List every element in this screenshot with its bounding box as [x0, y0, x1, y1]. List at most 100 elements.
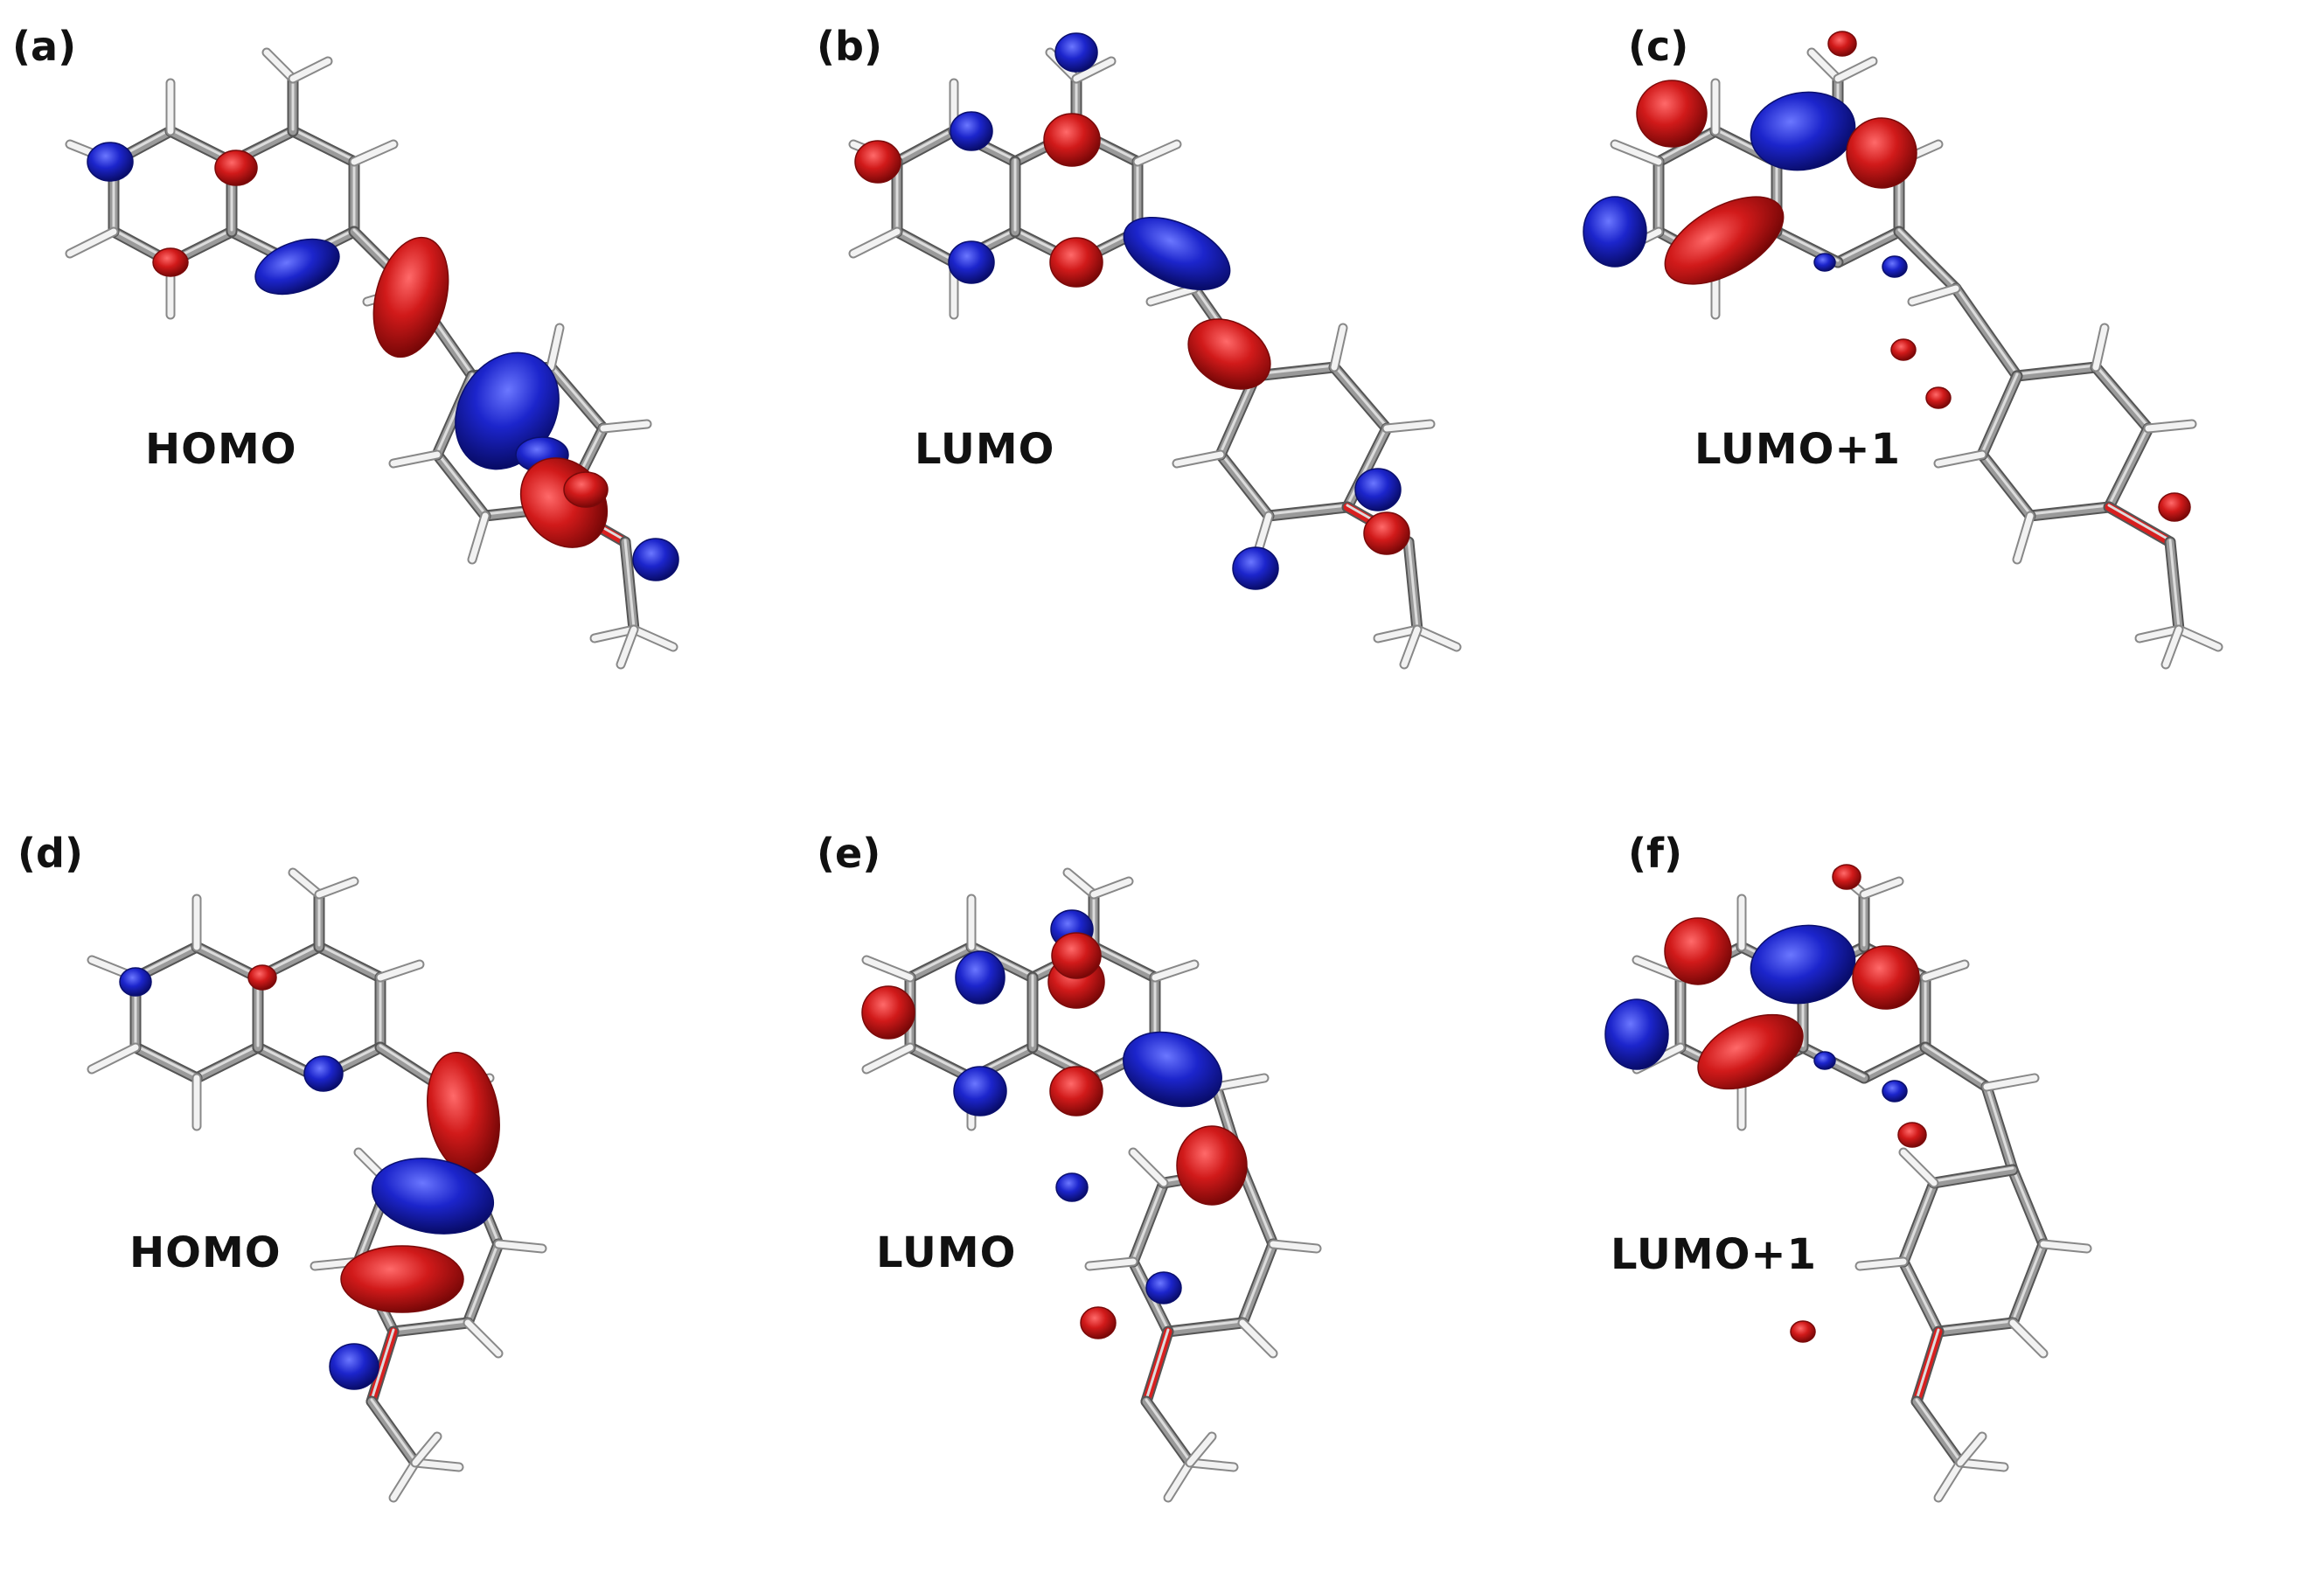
orbital-lobe-negative: [254, 238, 340, 296]
orbital-isosurfaces: [854, 32, 1410, 590]
panel-f: (f) LUMO+1: [1549, 790, 2324, 1579]
orbital-lobe-positive: [1051, 932, 1102, 979]
orbital-lobe-positive: [1187, 318, 1271, 390]
bond-highlight: [895, 128, 956, 162]
panel-b: (b) LUMO: [775, 0, 1549, 790]
panel-c: (c) LUMO+1: [1549, 0, 2324, 790]
hydrogen-bond: [316, 878, 358, 898]
hydrogen-bond: [2040, 1241, 2091, 1252]
molecule-lumo1-f: [1604, 864, 2092, 1503]
hydrogen-bond: [1861, 878, 1903, 898]
orbital-lobe-negative: [303, 1055, 344, 1092]
hydrogen-bond: [591, 626, 637, 642]
panel-a: (a) HOMO: [0, 0, 775, 790]
hydrogen-bond: [1173, 451, 1224, 467]
panel-label: (b): [817, 23, 882, 70]
bond-highlight: [370, 1328, 395, 1402]
hydrogen-bond: [412, 1459, 463, 1471]
bond-highlight: [908, 943, 973, 977]
hydrogen-bond: [1935, 1459, 1964, 1501]
orbital-lobe-negative: [1813, 1051, 1836, 1070]
orbital-label: LUMO+1: [1694, 425, 1902, 474]
orbital-lobe-positive: [1176, 1125, 1248, 1206]
hydrogen-bond: [66, 228, 117, 257]
orbital-lobe-positive: [247, 964, 277, 991]
orbital-lobe-positive: [1049, 1066, 1103, 1116]
orbital-lobe-positive: [854, 140, 901, 184]
orbital-lobe-positive: [861, 985, 915, 1040]
orbital-lobe-negative: [1232, 546, 1279, 590]
bond: [906, 943, 976, 982]
bond: [1921, 1043, 1991, 1091]
bond: [131, 1043, 201, 1082]
bond-highlight: [623, 539, 636, 630]
orbital-lobe-negative: [1145, 1271, 1182, 1304]
hydrogen-bond: [1186, 1459, 1237, 1471]
orbital-lobe-positive: [1363, 511, 1410, 555]
bond-highlight: [1937, 1319, 2014, 1332]
bond-highlight: [134, 1044, 198, 1078]
hydrogen-bond: [1147, 285, 1198, 305]
hydrogen-bond: [617, 626, 637, 668]
bond-highlight: [1915, 1398, 1962, 1463]
panel-e: (e) LUMO: [775, 790, 1549, 1579]
molecule-lumo1-c: [1583, 31, 2223, 670]
bond: [1654, 127, 1720, 166]
bond: [1164, 1318, 1247, 1336]
orbital-label: LUMO+1: [1611, 1230, 1818, 1279]
bond-highlight: [1902, 1258, 1940, 1332]
molecule-homo-a: [65, 47, 679, 670]
orbital-lobe-negative: [1583, 196, 1647, 268]
hydrogen-bond: [2136, 626, 2182, 642]
hydrogen-bond: [1073, 58, 1115, 82]
bond: [906, 1043, 976, 1082]
orbital-lobe-positive: [1697, 1013, 1804, 1090]
hydrogen-bond: [390, 1459, 419, 1501]
bond-highlight: [466, 1241, 500, 1323]
panel-label: (a): [12, 23, 77, 70]
hydrogen-bond: [1922, 961, 1968, 981]
orbital-lobe-positive: [372, 236, 449, 358]
molecule-skeleton: [848, 47, 1462, 670]
hydrogen-bond: [289, 58, 331, 82]
bond-highlight: [195, 1044, 260, 1078]
hydrogen-bond: [863, 1044, 914, 1073]
orbital-lobe-negative: [1882, 1080, 1908, 1103]
bond-highlight: [1145, 1398, 1192, 1463]
hydrogen-bond: [1957, 1433, 1986, 1466]
bond-highlight: [1241, 1241, 1275, 1323]
hydrogen-bond: [1633, 956, 1684, 981]
bond-highlight: [1924, 1044, 1988, 1087]
hydrogen-bond: [1611, 141, 1662, 165]
bond-highlight: [2028, 504, 2111, 516]
hydrogen-bond: [2014, 512, 2034, 563]
hydrogen-bond: [1186, 1433, 1215, 1466]
orbital-lobe-positive: [563, 471, 609, 508]
molecule-lumo-b: [848, 32, 1462, 670]
hydrogen-bond: [263, 49, 296, 82]
hydrogen-bond: [1983, 1075, 2038, 1090]
hydrogen-bond: [1165, 1459, 1193, 1501]
bond: [289, 127, 358, 166]
bond-highlight: [2011, 1166, 2045, 1244]
bond-highlight: [549, 364, 605, 428]
orbital-lobe-negative: [1750, 924, 1856, 1005]
orbital-label: LUMO: [915, 425, 1055, 474]
hydrogen-bond: [1064, 869, 1097, 898]
bond: [1264, 503, 1352, 520]
bond-highlight: [2168, 539, 2181, 630]
orbital-lobe-positive: [214, 150, 258, 186]
panel-label: (d): [17, 830, 83, 877]
orbital-lobe-positive: [1890, 338, 1917, 361]
orbital-label: LUMO: [876, 1228, 1017, 1277]
bond: [1934, 1318, 2017, 1336]
hydrogen-bond: [2145, 421, 2195, 432]
hydrogen-bond: [863, 956, 914, 981]
bond-highlight: [908, 1044, 973, 1078]
hydrogen-bond: [600, 421, 651, 432]
orbital-lobe-positive: [1925, 386, 1952, 409]
orbital-lobe-negative: [632, 538, 679, 581]
bond: [1930, 1165, 2017, 1187]
bond-highlight: [1131, 1179, 1165, 1262]
bond-highlight: [370, 1398, 417, 1463]
